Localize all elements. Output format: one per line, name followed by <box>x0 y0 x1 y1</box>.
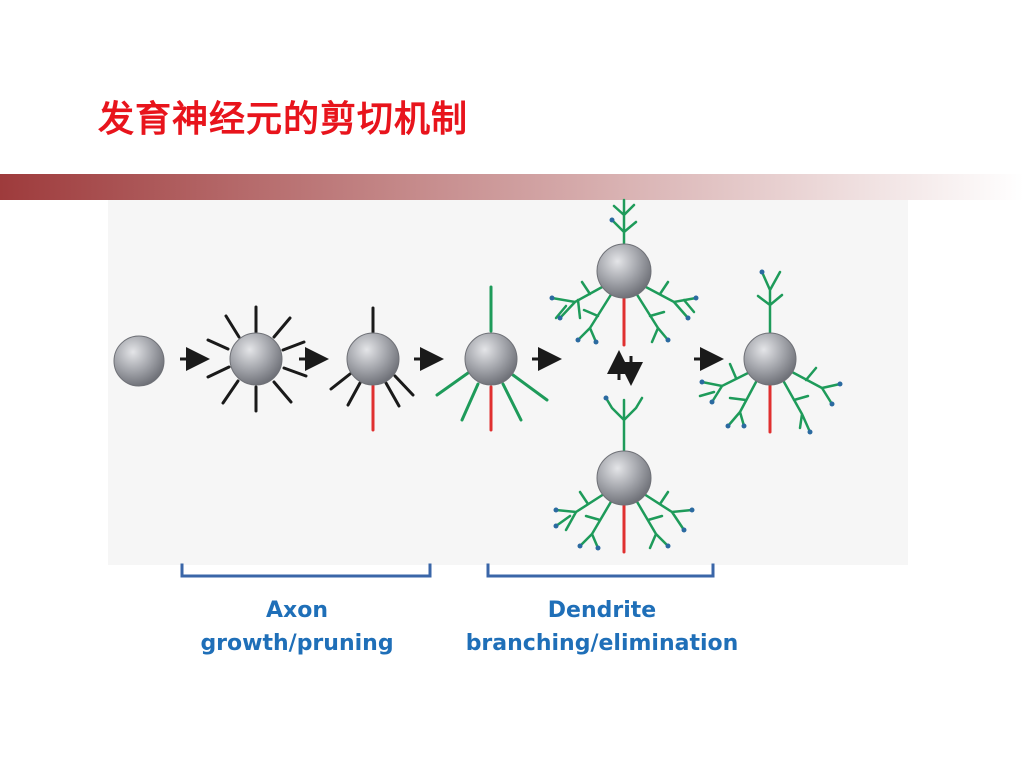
stage-many-neurites <box>206 305 308 413</box>
stage-dendrites-grown <box>435 285 549 432</box>
title-gradient-bar <box>0 174 1024 200</box>
brackets <box>180 563 715 578</box>
axon-caption-line2: growth/pruning <box>200 631 394 656</box>
stage-mature-neuron <box>698 269 843 435</box>
dendrite-caption-line2: branching/elimination <box>465 631 739 656</box>
dendrite-caption-line1: Dendrite <box>547 598 657 623</box>
dendrite-caption: Dendrite branching/elimination <box>452 594 752 660</box>
axon-bracket <box>180 563 432 578</box>
stage-dendrite-branching-upper <box>549 198 699 347</box>
up-down-arrows-icon <box>607 350 643 386</box>
stage-dendrite-branching-lower <box>553 395 695 554</box>
axon-caption-line1: Axon <box>266 598 328 623</box>
dendrite-bracket <box>486 563 715 578</box>
stage-axon-specified <box>329 306 415 432</box>
slide-title: 发育神经元的剪切机制 <box>98 99 469 140</box>
stage-soma-only <box>113 335 165 387</box>
axon-caption: Axon growth/pruning <box>178 594 416 660</box>
